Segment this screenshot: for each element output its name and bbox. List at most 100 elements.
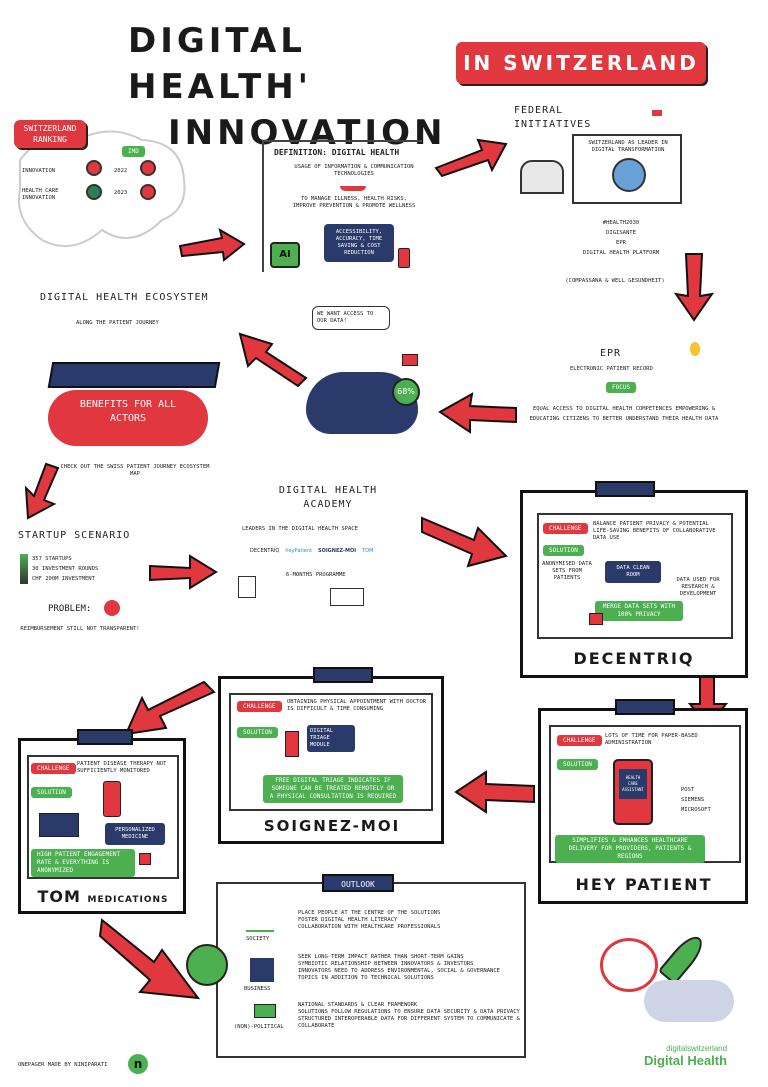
startup-stat: CHF 200M INVESTMENT — [32, 576, 95, 582]
challenge-text: PATIENT DISEASE THERAPY NOT SUFFICIENTLY… — [77, 761, 167, 774]
lock-icon — [139, 853, 151, 865]
flag-icon — [652, 110, 662, 116]
money-icon — [104, 600, 120, 616]
outlook-line: SEEK LONG-TERM IMPACT RATHER THAN SHORT-… — [298, 954, 464, 960]
logo-letter: n — [133, 1057, 143, 1071]
tom-card: CHALLENGE PATIENT DISEASE THERAPY NOT SU… — [18, 729, 186, 914]
federal-title: FEDERAL INITIATIVES — [514, 104, 591, 132]
phone-icon — [398, 248, 410, 268]
medicine-box: PERSONALIZED MEDICINE — [105, 823, 165, 845]
result-box: HIGH PATIENT ENGAGEMENT RATE & EVERYTHIN… — [31, 849, 135, 877]
title-line-1: DIGITAL HEALTH' — [128, 21, 313, 107]
outlook-section: OUTLOOK SOCIETY PLACE PEOPLE AT THE CENT… — [216, 874, 526, 1058]
ecosystem-section: DIGITAL HEALTH ECOSYSTEM ALONG THE PATIE… — [30, 292, 230, 482]
heart-brain-icon — [600, 938, 658, 992]
startup-title: STARTUP SCENARIO — [18, 530, 131, 541]
result-box: FREE DIGITAL TRIAGE INDICATES IF SOMEONE… — [263, 775, 403, 803]
globe-icon — [612, 158, 646, 192]
society-icon — [246, 904, 274, 932]
banner-switzerland: IN SWITZERLAND — [456, 42, 706, 84]
card-tab — [615, 699, 675, 715]
epr-text: EQUAL ACCESS TO DIGITAL HEALTH COMPETENC… — [529, 406, 719, 422]
epr-title: EPR — [600, 348, 622, 359]
percent-label: 68% — [397, 387, 415, 396]
ranking-title-line2: RANKING — [33, 135, 67, 144]
ranking-row-label: INNOVATION — [22, 168, 56, 174]
definition-box: ACCESSIBILITY, ACCURACY, TIME SAVING & C… — [324, 224, 394, 262]
data-room-box: DATA CLEAN ROOM — [605, 561, 661, 583]
academy-subtitle: LEADERS IN THE DIGITAL HEALTH SPACE — [242, 526, 358, 532]
screen-frame — [27, 755, 179, 879]
arrow-icon — [238, 332, 308, 388]
rocket-icon — [657, 931, 709, 985]
epr-tag: FOCUS — [606, 382, 637, 393]
challenge-tag: CHALLENGE — [543, 523, 588, 534]
academy-section: DIGITAL HEALTH ACADEMY LEADERS IN THE DI… — [226, 484, 432, 624]
lightbulb-icon — [690, 342, 700, 356]
outlook-line: NATIONAL STANDARDS & CLEAR FRAMEWORK — [298, 1002, 418, 1008]
federal-title-line1: FEDERAL — [514, 105, 564, 116]
academy-title-line1: DIGITAL HEALTH — [278, 485, 378, 496]
outlook-line: FOSTER DIGITAL HEALTH LITERACY — [298, 916, 398, 923]
benefits-burst: BENEFITS FOR ALL ACTORS — [48, 390, 208, 446]
federal-item: EPR — [616, 240, 626, 246]
switzerland-map-icon — [18, 130, 186, 247]
ranking-section: SWITZERLAND RANKING IMD INNOVATION 2022 … — [12, 112, 192, 262]
ai-label: AI — [279, 249, 291, 260]
definition-section: DEFINITION: DIGITAL HEALTH USAGE OF INFO… — [262, 140, 422, 272]
ranking-row-year: 2022 — [114, 168, 128, 174]
arrow-icon — [673, 253, 715, 322]
ranking-source: IMD — [122, 146, 145, 157]
card-name: HEY PATIENT — [575, 875, 713, 894]
arrow-icon — [149, 554, 218, 590]
card-tab — [595, 481, 655, 497]
phone-icon — [103, 781, 121, 817]
percent-badge: 68% — [392, 378, 420, 406]
ranking-title-line1: SWITZERLAND — [23, 124, 77, 133]
solution-tag: SOLUTION — [543, 545, 584, 556]
partners: POST SIEMENS MICROSOFT — [681, 785, 711, 815]
chart-icon — [20, 554, 28, 584]
arrow-icon — [124, 680, 216, 736]
outlook-row-lines: NATIONAL STANDARDS & CLEAR FRAMEWORK SOL… — [298, 1002, 520, 1030]
federal-item: #HEALTH2030 — [602, 220, 640, 226]
decentriq-left: ANONYMISED DATA SETS FROM PATIENTS — [542, 561, 592, 581]
decentriq-card: CHALLENGE BALANCE PATIENT PRIVACY & POTE… — [520, 481, 748, 678]
red-divider — [340, 186, 366, 191]
academy-title: DIGITAL HEALTH ACADEMY — [268, 484, 388, 512]
challenge-tag: CHALLENGE — [31, 763, 76, 774]
outlook-line: PLACE PEOPLE AT THE CENTRE OF THE SOLUTI… — [298, 910, 441, 916]
partner-siemens: SIEMENS — [681, 797, 705, 803]
arrow-icon — [438, 392, 517, 434]
definition-title: DEFINITION: DIGITAL HEALTH — [274, 148, 400, 157]
heypatient-card: CHALLENGE LOTS OF TIME FOR PAPER-BASED A… — [538, 699, 748, 904]
page-title: DIGITAL HEALTH' INNOVATION — [128, 18, 448, 156]
screen-frame: SWITZERLAND AS LEADER IN DIGITAL TRANSFO… — [572, 134, 682, 204]
swiss-flag-icon — [402, 354, 418, 366]
federal-items: #HEALTH2030 DIGISANTE EPR DIGITAL HEALTH… — [566, 218, 676, 258]
problem-text: REIMBURSEMENT STILL NOT TRANSPARENT! — [20, 626, 140, 632]
phone-screen: HEALTH CARE ASSISTANT — [619, 769, 647, 799]
academy-programme: 6-MONTHS PROGRAMME — [286, 572, 346, 578]
ai-chip-icon: AI — [270, 242, 300, 268]
federal-section: FEDERAL INITIATIVES SWITZERLAND AS LEADE… — [510, 104, 720, 294]
brand-logo: digitalswitzerland Digital Health — [644, 1044, 727, 1068]
startup-stat: 30 INVESTMENT ROUNDS — [32, 566, 99, 572]
certificate-icon — [238, 576, 256, 598]
outlook-line: INNOVATORS NEED TO ADDRESS ENVIRONMENTAL… — [298, 967, 500, 981]
outlook-row-label: SOCIETY — [246, 936, 270, 942]
logo-heypatient: heyPatient — [285, 548, 312, 554]
parliament-icon — [254, 1004, 276, 1018]
stage — [47, 362, 221, 388]
definition-line2: TO MANAGE ILLNESS, HEALTH RISKS, IMPROVE… — [292, 196, 416, 209]
screen-frame — [229, 693, 433, 811]
ranking-title: SWITZERLAND RANKING — [14, 120, 86, 148]
federal-title-line2: INITIATIVES — [514, 119, 592, 130]
soignez-card: CHALLENGE OBTAINING PHYSICAL APPOINTMENT… — [218, 667, 444, 844]
benefits-text: BENEFITS FOR ALL ACTORS — [79, 399, 177, 424]
tom-name-suffix: MEDICATIONS — [87, 895, 169, 905]
outlook-row-lines: SEEK LONG-TERM IMPACT RATHER THAN SHORT-… — [298, 954, 520, 982]
laptop-icon — [39, 813, 79, 837]
outlook-row-lines: PLACE PEOPLE AT THE CENTRE OF THE SOLUTI… — [298, 910, 520, 931]
challenge-tag: CHALLENGE — [557, 735, 602, 746]
